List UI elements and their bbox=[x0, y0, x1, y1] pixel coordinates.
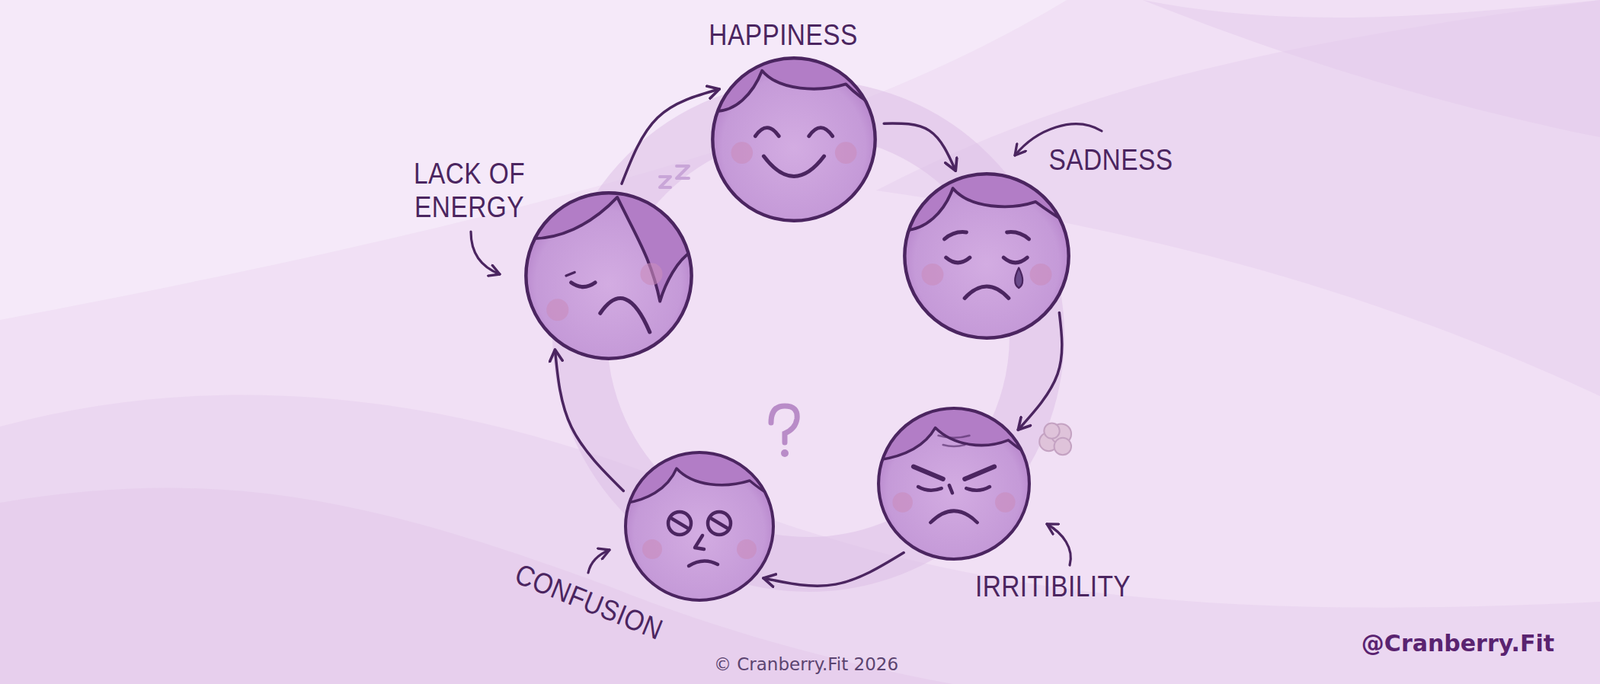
puff-lobe bbox=[1043, 422, 1060, 439]
dark-wave bbox=[1142, 0, 1600, 138]
cheek bbox=[736, 539, 757, 560]
cheek bbox=[642, 539, 663, 560]
cheek bbox=[995, 492, 1016, 513]
question-dot bbox=[780, 449, 789, 458]
cheek bbox=[731, 141, 754, 164]
leader-arrow bbox=[588, 550, 610, 573]
face-outline bbox=[712, 57, 875, 221]
face-feature bbox=[918, 486, 942, 491]
face-feature bbox=[600, 298, 650, 333]
happiness-face: HAPPINESS bbox=[710, 55, 878, 224]
face-feature bbox=[763, 156, 824, 176]
face-feature bbox=[1003, 257, 1028, 263]
face-feature bbox=[668, 512, 692, 535]
dark-wave bbox=[876, 0, 1600, 397]
confusion-face: CONFUSION bbox=[623, 450, 776, 603]
face-feature bbox=[944, 232, 967, 240]
cycle-arrow bbox=[883, 123, 956, 171]
cycle-arrow bbox=[621, 89, 720, 184]
watermark: @Cranberry.Fit bbox=[1361, 630, 1555, 657]
emotion-label: HAPPINESS bbox=[696, 18, 871, 52]
cheek bbox=[546, 298, 569, 321]
cheek bbox=[921, 263, 944, 286]
face-feature bbox=[913, 467, 944, 480]
face-feature bbox=[938, 435, 970, 439]
leader-arrow bbox=[1046, 524, 1071, 566]
face-feature bbox=[707, 512, 731, 535]
face-outline bbox=[625, 452, 774, 601]
face-feature bbox=[672, 518, 688, 528]
lack-of-energy-face: LACK OF ENERGY bbox=[523, 190, 695, 362]
face-circle bbox=[523, 190, 695, 362]
emotion-label: SADNESS bbox=[1036, 143, 1185, 177]
face-outline bbox=[904, 173, 1069, 338]
face-circle bbox=[623, 450, 776, 603]
sleep-z bbox=[659, 176, 671, 188]
face-feature bbox=[711, 518, 727, 528]
face-feature bbox=[809, 128, 833, 137]
sleep-symbol bbox=[659, 166, 689, 188]
face-feature bbox=[1007, 232, 1030, 240]
emotion-label: LACK OF ENERGY bbox=[402, 156, 537, 224]
face-feature bbox=[943, 444, 966, 447]
face-feature bbox=[688, 560, 718, 567]
face-feature bbox=[571, 282, 596, 288]
cycle-arrow bbox=[763, 553, 904, 587]
sadness-face: SADNESS bbox=[902, 171, 1072, 341]
face-circle bbox=[902, 171, 1072, 341]
leader-arrow bbox=[470, 231, 500, 275]
cheek bbox=[892, 492, 913, 513]
face-circle bbox=[876, 406, 1032, 562]
face-feature bbox=[964, 286, 1009, 299]
puff-lobe bbox=[1054, 438, 1072, 455]
face-outline bbox=[525, 192, 692, 359]
face-feature bbox=[1014, 268, 1023, 289]
copyright-note: © Cranberry.Fit 2026 bbox=[713, 654, 899, 675]
question-curve bbox=[771, 406, 797, 443]
hair bbox=[523, 190, 695, 302]
face-circle bbox=[710, 55, 878, 224]
face-feature bbox=[964, 467, 995, 480]
steam-puff bbox=[1039, 422, 1072, 455]
dark-wave bbox=[0, 488, 953, 684]
face-feature bbox=[755, 128, 779, 137]
sleep-z bbox=[676, 166, 689, 179]
face-feature bbox=[566, 272, 575, 276]
face-outline bbox=[878, 408, 1030, 560]
cheek bbox=[1030, 263, 1053, 286]
question-symbol bbox=[771, 406, 797, 458]
face-feature bbox=[930, 511, 977, 523]
face-feature bbox=[946, 257, 970, 263]
emotion-label: IRRITIBILITY bbox=[966, 569, 1141, 604]
face-feature bbox=[966, 486, 990, 491]
cycle-arrow bbox=[554, 349, 624, 491]
face-feature bbox=[694, 535, 704, 550]
face-feature bbox=[949, 485, 953, 493]
cheek bbox=[640, 262, 663, 285]
cheek bbox=[835, 141, 858, 164]
irritability-face: IRRITIBILITY bbox=[876, 406, 1032, 562]
